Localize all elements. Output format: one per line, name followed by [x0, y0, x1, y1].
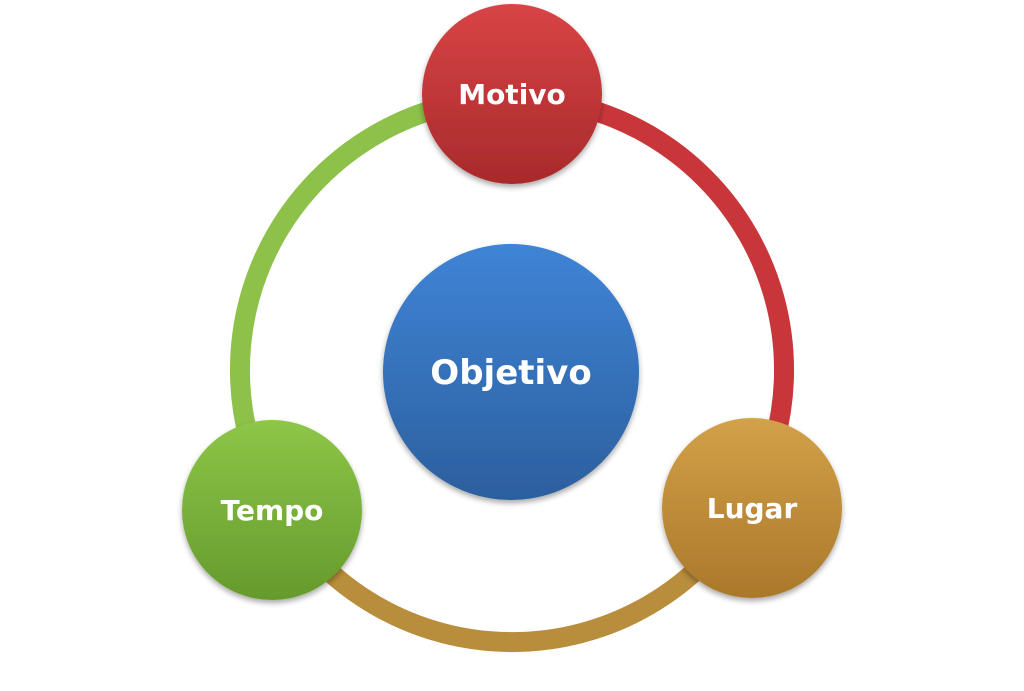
- node-lugar-label: Lugar: [707, 492, 798, 525]
- center-node: [383, 244, 639, 500]
- center-label: Objetivo: [430, 353, 591, 393]
- node-lugar: [662, 418, 842, 598]
- node-tempo-label: Tempo: [221, 494, 324, 527]
- node-motivo-label: Motivo: [458, 78, 566, 111]
- node-motivo: [422, 4, 602, 184]
- node-tempo: [182, 420, 362, 600]
